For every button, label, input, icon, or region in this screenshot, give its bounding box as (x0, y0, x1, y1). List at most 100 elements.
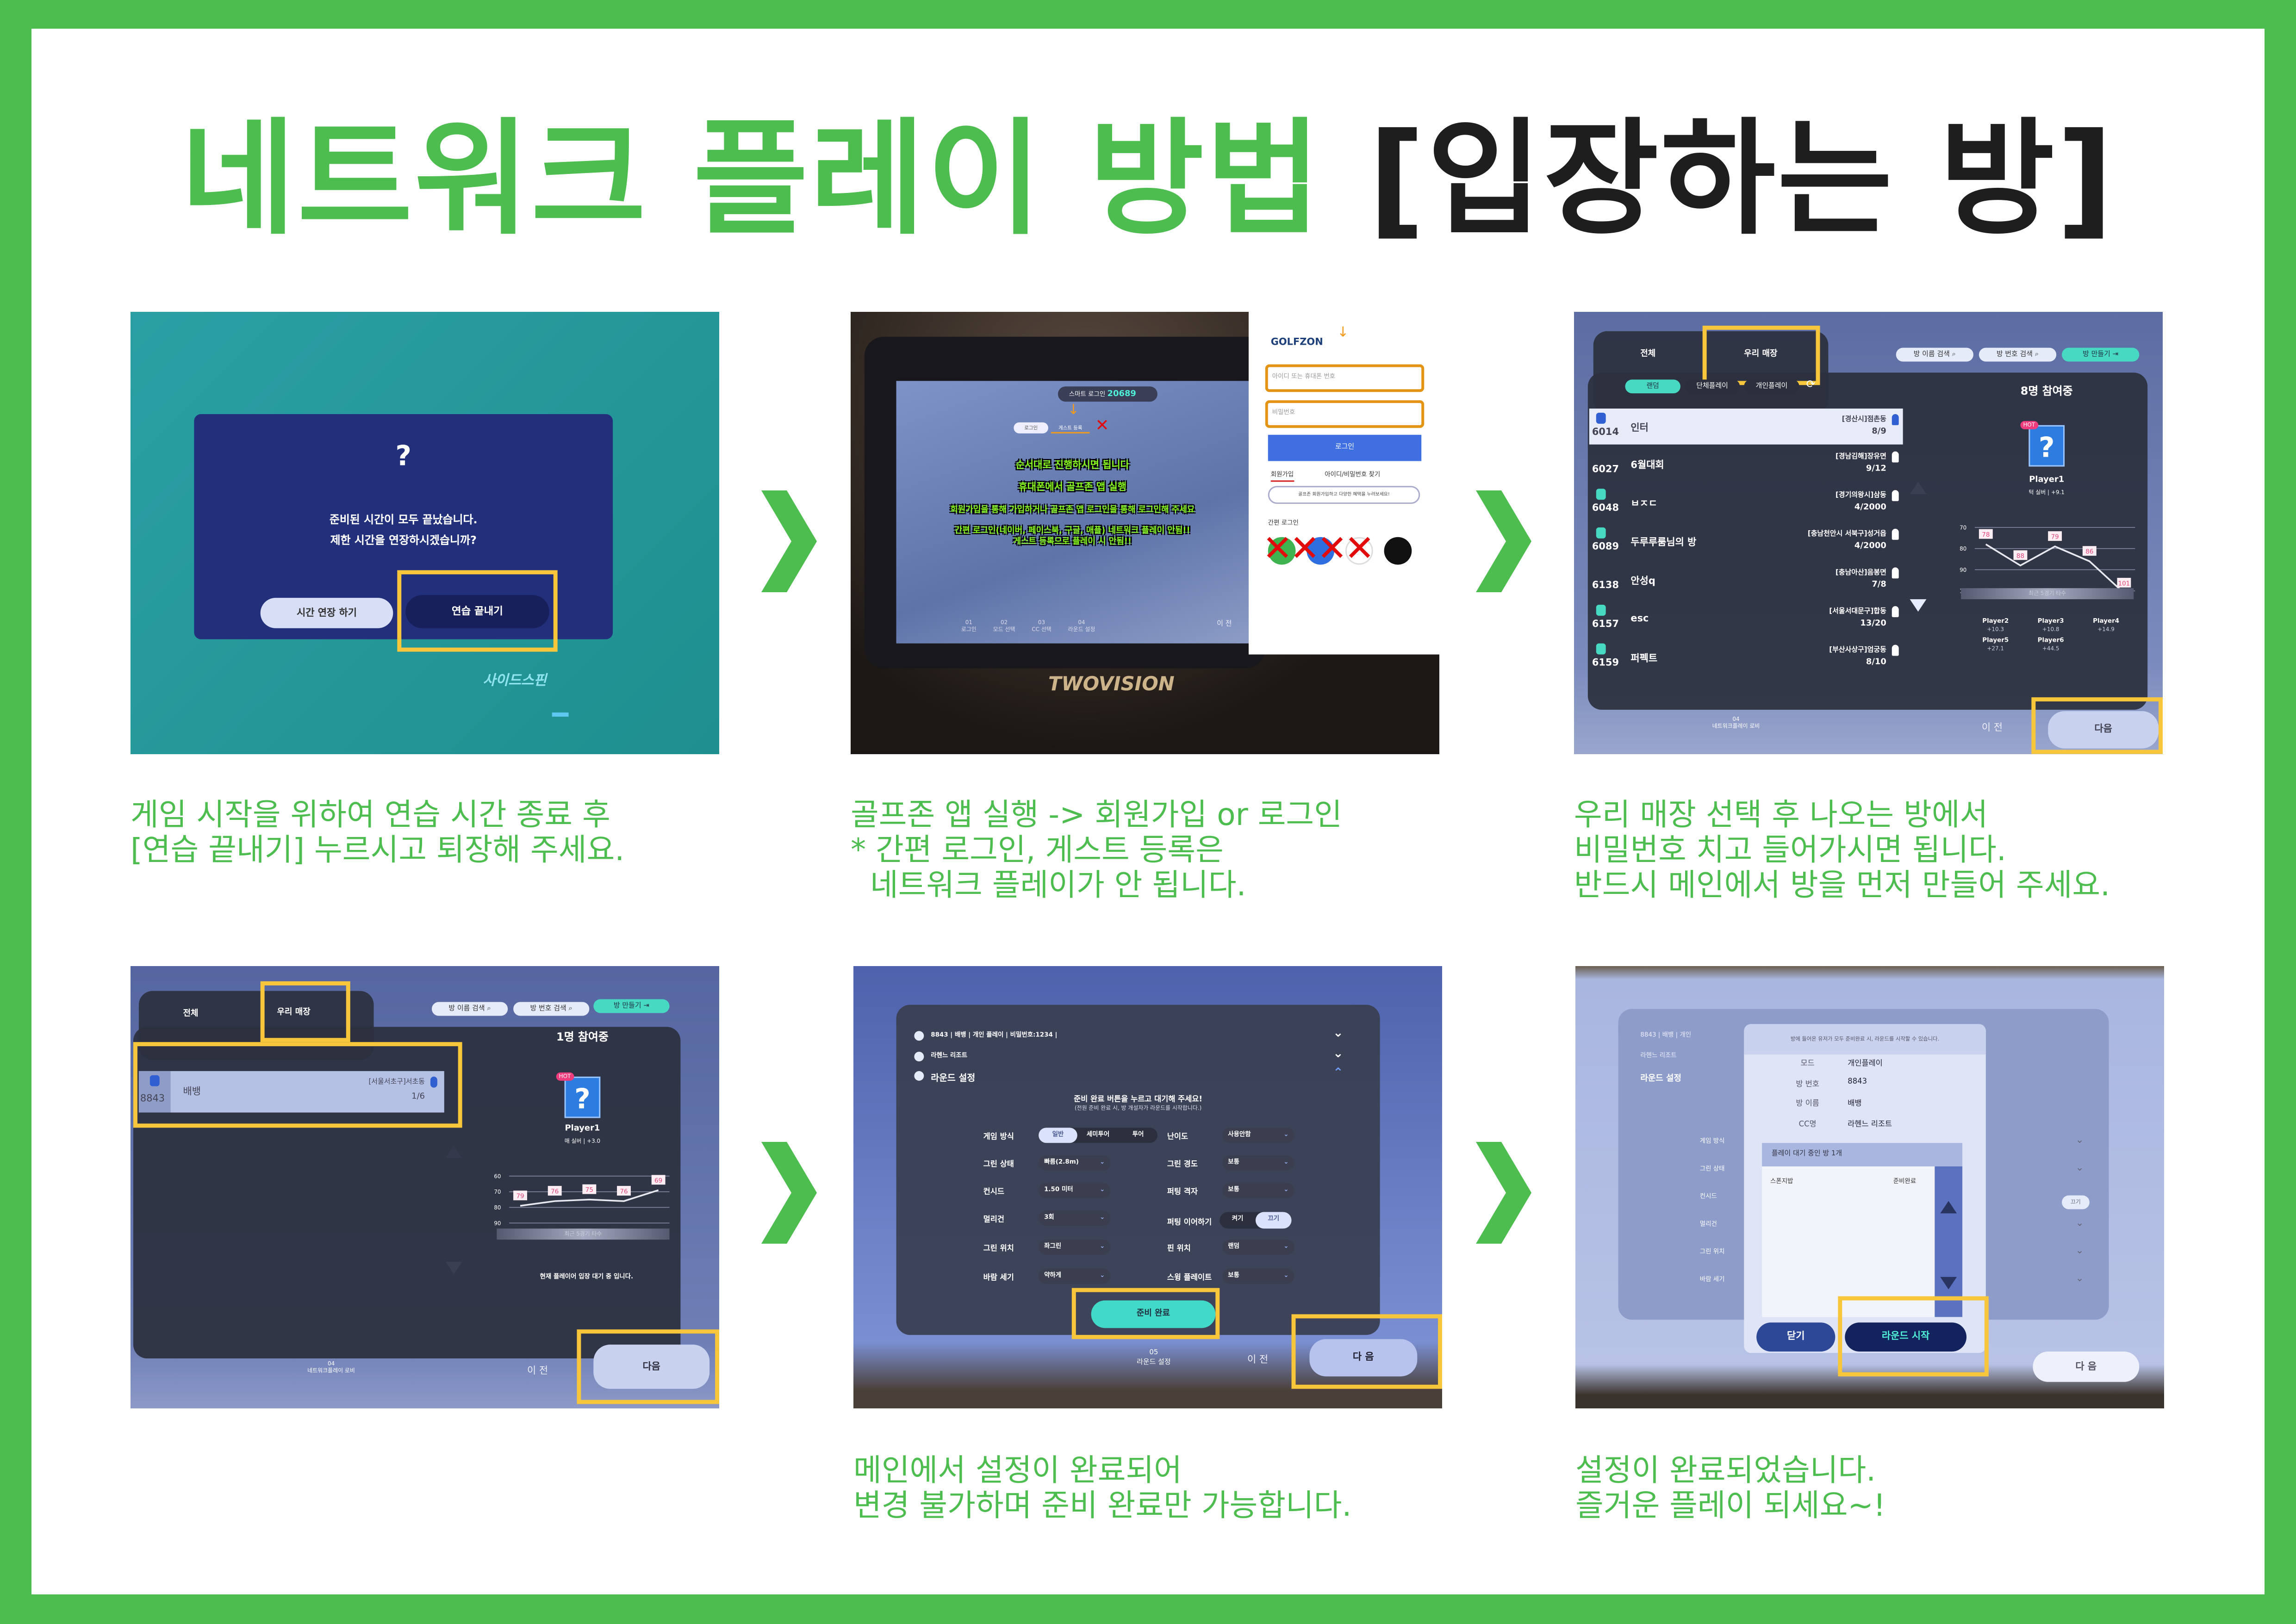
accordion-item[interactable]: 라헨느 리조트 (931, 1053, 968, 1060)
find-account-link[interactable]: 아이디/비밀번호 찾기 (1325, 472, 1381, 479)
putt-on[interactable]: 켜기 (1232, 1216, 1244, 1223)
room-name: 배뱅 (183, 1086, 201, 1097)
login-button[interactable]: 로그인 (1268, 434, 1422, 461)
chevron-down-icon: ⌄ (1283, 1159, 1289, 1166)
search-number-button[interactable]: 방 번호 검색 ⌕ (1979, 347, 2057, 362)
tab-our-store[interactable]: 우리 매장 (1744, 349, 1778, 359)
setting-dropdown[interactable]: 사용안함⌄ (1222, 1128, 1294, 1143)
scroll-up-icon[interactable] (1910, 482, 1927, 495)
setting-dropdown[interactable]: 보통⌄ (1222, 1183, 1294, 1198)
filter-group[interactable]: 단체플레이 (1684, 379, 1740, 394)
golfzon-app-screen: GOLFZON ↓ 아이디 또는 휴대폰 번호 비밀번호 로그인 회원가입 아이… (1248, 312, 1439, 655)
extend-time-button[interactable]: 시간 연장 하기 (260, 598, 393, 628)
scroll-up-icon[interactable] (445, 1146, 462, 1159)
setting-dropdown[interactable]: 약하게⌄ (1039, 1268, 1111, 1284)
caption-line: 게임 시작을 위하여 연습 시간 종료 후 (131, 797, 610, 832)
chevron-down-icon: ⌄ (1100, 1159, 1105, 1166)
signup-link[interactable]: 회원가입 (1270, 471, 1294, 482)
next-button[interactable]: 다 음 (1309, 1339, 1418, 1376)
highlight-box (577, 1329, 719, 1404)
search-number-button[interactable]: 방 번호 검색 ⌕ (513, 1002, 590, 1016)
scroll-up-icon[interactable] (1940, 1201, 1957, 1214)
accordion-item[interactable]: 8843 | 배뱅 | 개인 플레이 | 비밀번호:1234 | (931, 1032, 1058, 1040)
naver-login-icon[interactable] (1268, 537, 1296, 565)
chevron-up-icon[interactable]: ⌃ (1333, 1066, 1344, 1081)
chevron-down-icon: ⌄ (1100, 1187, 1105, 1194)
prev-button[interactable]: 이 전 (527, 1365, 548, 1376)
notice-subtitle: (전원 준비 완료 시, 방 개설자가 라운드를 시작합니다.) (1074, 1104, 1202, 1111)
prev-button[interactable]: 이 전 (1247, 1354, 1269, 1365)
scroll-down-icon[interactable] (445, 1262, 462, 1274)
end-practice-button[interactable]: 연습 끝내기 (405, 595, 549, 628)
close-button[interactable]: 닫기 (1756, 1322, 1836, 1352)
filter-random[interactable]: 랜덤 (1625, 379, 1680, 394)
accordion-item[interactable]: 라운드 설정 (931, 1072, 976, 1084)
chevron-down-icon[interactable]: ⌄ (1333, 1048, 1344, 1062)
info-key: CC명 (1798, 1120, 1817, 1128)
setting-dropdown[interactable]: 랜덤⌄ (1222, 1240, 1294, 1255)
chevron-down-icon: ⌄ (1283, 1244, 1289, 1251)
step-number: 02 (1000, 618, 1008, 626)
search-name-button[interactable]: 방 이름 검색 ⌕ (1896, 347, 1973, 362)
prev-button[interactable]: 이 전 (1981, 722, 2003, 733)
tab-guest[interactable]: 게스트 등록 (1051, 422, 1090, 434)
google-login-icon[interactable] (1345, 537, 1373, 565)
refresh-icon[interactable]: ⟳ (1806, 378, 1816, 391)
game-mode-segmented: 일반 세미투어 투어 (1039, 1128, 1157, 1143)
mode-semi-tour[interactable]: 세미투어 (1086, 1132, 1110, 1139)
setting-value: 보통 (1228, 1159, 1239, 1166)
annotation-line: 휴대폰에서 골프존 앱 실행 (1018, 482, 1126, 493)
password-input[interactable]: 비밀번호 (1265, 400, 1425, 428)
facebook-login-icon[interactable] (1307, 537, 1335, 565)
participants-count: 8명 참여중 (2020, 385, 2073, 398)
tab-all[interactable]: 전체 (183, 1009, 199, 1019)
search-name-button[interactable]: 방 이름 검색 ⌕ (431, 1002, 508, 1016)
chevron-down-icon[interactable]: ⌄ (1333, 1027, 1344, 1041)
round-start-button[interactable]: 라운드 시작 (1845, 1322, 1967, 1352)
lock-icon (1596, 643, 1606, 655)
setting-label: 퍼팅 격자 (1167, 1188, 1198, 1197)
filter-individual[interactable]: 개인플레이 (1744, 379, 1799, 394)
tab-our-store[interactable]: 우리 매장 (277, 1007, 311, 1017)
tab-login[interactable]: 로그인 (1014, 422, 1048, 434)
setting-dropdown[interactable]: 좌그린⌄ (1039, 1240, 1111, 1255)
room-row-selected[interactable]: 8843 배뱅 [서울서초구]서초동 1/6 (138, 1071, 444, 1113)
setting-dropdown[interactable]: 1.50 미터⌄ (1039, 1183, 1111, 1198)
prev-button[interactable]: 이 전 (1217, 620, 1232, 628)
search-name-label: 방 이름 검색 (1913, 350, 1950, 359)
setting-dropdown[interactable]: 3회⌄ (1039, 1210, 1111, 1226)
room-location: [충남천안시 서북구]성거읍 (1807, 530, 1886, 539)
scroll-down-icon[interactable] (1940, 1277, 1957, 1289)
scroll-down-icon[interactable] (1910, 599, 1927, 612)
setting-dropdown[interactable]: 빠름(2.8m)⌄ (1039, 1155, 1111, 1171)
next-button[interactable]: 다 음 (2033, 1351, 2140, 1382)
player-name: Player3 (2037, 618, 2064, 626)
putt-off[interactable]: 끄기 (1255, 1212, 1292, 1229)
waiting-message: 현재 플레이어 입장 대기 중 입니다. (540, 1274, 634, 1281)
arrow-down-icon: ↓ (1067, 403, 1079, 418)
setting-dropdown[interactable]: 보통⌄ (1222, 1268, 1294, 1284)
apple-login-icon[interactable] (1384, 537, 1412, 565)
next-button[interactable]: 다음 (593, 1345, 710, 1389)
tab-all[interactable]: 전체 (1640, 349, 1656, 359)
mode-tour[interactable]: 투어 (1132, 1132, 1144, 1139)
id-input[interactable]: 아이디 또는 휴대폰 번호 (1265, 364, 1425, 392)
create-room-button[interactable]: 방 만들기 ⇥ (593, 999, 670, 1013)
smart-login-badge: 스마트 로그인 20689 (1058, 386, 1157, 402)
create-room-button[interactable]: 방 만들기 ⇥ (2062, 347, 2140, 362)
step-circle-icon (914, 1052, 924, 1062)
setting-dropdown[interactable]: 보통 ⌄ (1222, 1155, 1294, 1171)
list-scrollbar[interactable] (1935, 1166, 1963, 1317)
mode-normal[interactable]: 일반 (1039, 1128, 1077, 1143)
dimmed-setting-label: 멀리건 (1699, 1221, 1717, 1229)
ready-button[interactable]: 준비 완료 (1091, 1300, 1216, 1328)
next-button[interactable]: 다음 (2048, 711, 2159, 749)
